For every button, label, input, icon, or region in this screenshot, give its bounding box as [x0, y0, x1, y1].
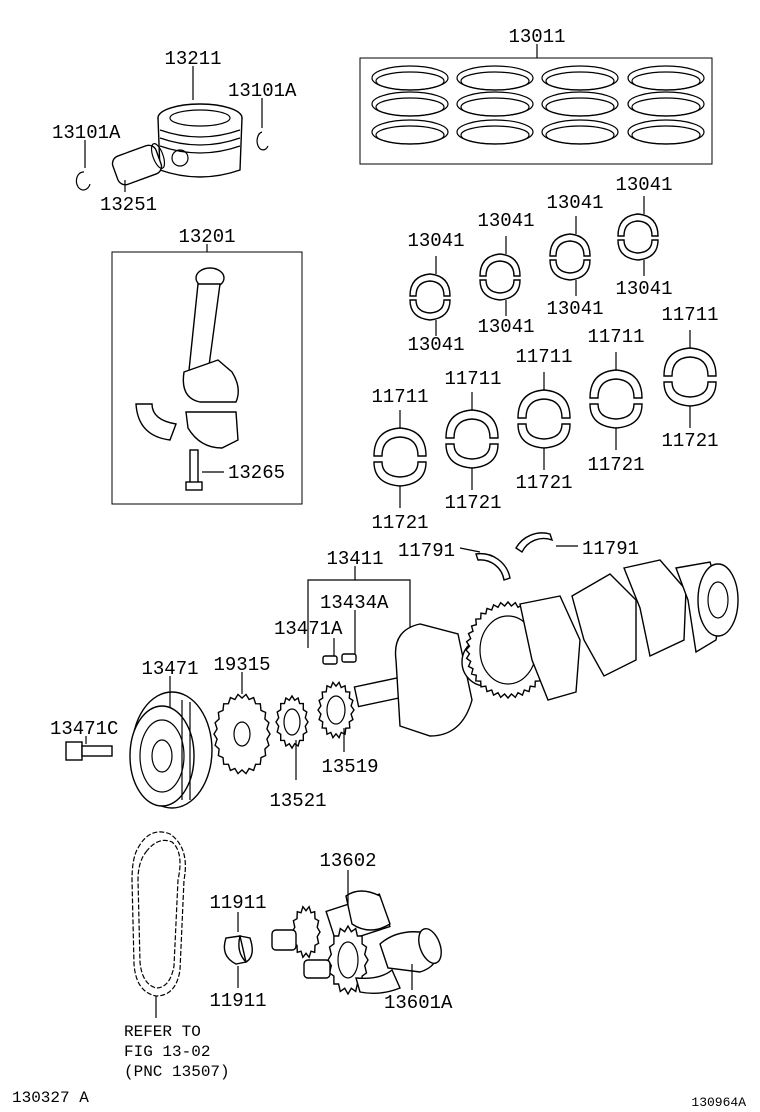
main-bearing-pair-3-illustration[interactable]	[517, 389, 571, 449]
label-pulley-bolt: 13471C	[50, 718, 118, 740]
label-main-bearing-4-lower: 11721	[587, 454, 644, 476]
label-balance-bearing-top: 11911	[209, 892, 266, 914]
connecting-rod-illustration[interactable]	[135, 267, 239, 449]
label-main-bearing-2-upper: 11711	[444, 368, 501, 390]
label-main-bearing-2-lower: 11721	[444, 492, 501, 514]
balance-shaft-illustration[interactable]	[271, 890, 446, 996]
label-piston: 13211	[164, 48, 221, 70]
rod-bearing-pair-3-illustration[interactable]	[549, 233, 591, 281]
main-bearing-pair-1-illustration[interactable]	[373, 427, 427, 487]
label-balance-shaft-2: 13601A	[384, 992, 453, 1014]
label-crankshaft: 13411	[326, 548, 383, 570]
label-rod-bolt: 13265	[228, 462, 285, 484]
label-pulley: 13471	[141, 658, 198, 680]
refer-note-line-3: (PNC 13507)	[124, 1063, 230, 1081]
crankshaft-illustration[interactable]	[353, 559, 739, 737]
label-crank-sprocket: 13521	[269, 790, 326, 812]
label-thrust-washer-left: 11791	[398, 540, 455, 562]
piston-ring-set-frame	[359, 57, 713, 165]
label-crank-angle-plate: 19315	[213, 654, 270, 676]
piston-rings-illustration[interactable]	[371, 65, 705, 145]
balance-shaft-bearing-illustration[interactable]	[223, 935, 253, 965]
label-snap-ring-left: 13101A	[52, 122, 121, 144]
label-balance-shaft-1: 13602	[319, 850, 376, 872]
label-main-bearing-1-lower: 11721	[371, 512, 428, 534]
rod-bearing-pair-4-illustration[interactable]	[617, 213, 659, 261]
label-key-1: 13434A	[320, 592, 389, 614]
label-main-bearing-3-lower: 11721	[515, 472, 572, 494]
crank-sprocket-illustration[interactable]	[275, 694, 309, 750]
timing-chain-illustration[interactable]	[131, 831, 186, 997]
thrust-washer-right-illustration[interactable]	[515, 532, 554, 554]
crankshaft-pulley-illustration[interactable]	[129, 691, 213, 809]
rod-bolt-illustration[interactable]	[185, 449, 203, 491]
piston-illustration[interactable]	[157, 103, 243, 178]
label-main-bearing-3-upper: 11711	[515, 346, 572, 368]
label-main-bearing-5-upper: 11711	[661, 304, 718, 326]
label-main-bearing-1-upper: 11711	[371, 386, 428, 408]
piston-pin-illustration[interactable]	[110, 142, 167, 187]
label-connecting-rod-set: 13201	[178, 226, 235, 248]
label-key-2: 13471A	[274, 618, 343, 640]
snap-ring-right-illustration[interactable]	[256, 131, 269, 151]
label-balancer-sprocket: 13519	[321, 756, 378, 778]
footer-right-code: 130964A	[691, 1095, 746, 1110]
label-rod-bearing-2-top: 13041	[477, 210, 534, 232]
thrust-washer-left-illustration[interactable]	[475, 552, 511, 581]
label-rod-bearing-3-bottom: 13041	[546, 298, 603, 320]
label-rod-bearing-1-top: 13041	[407, 230, 464, 252]
label-snap-ring-right: 13101A	[228, 80, 297, 102]
label-main-bearing-5-lower: 11721	[661, 430, 718, 452]
label-rod-bearing-4-top: 13041	[615, 174, 672, 196]
label-rod-bearing-4-bottom: 13041	[615, 278, 672, 300]
main-bearing-pair-4-illustration[interactable]	[589, 369, 643, 429]
footer-left-code: 130327 A	[12, 1089, 89, 1107]
label-balance-bearing-bottom: 11911	[209, 990, 266, 1012]
connecting-rod-frame	[111, 251, 303, 505]
label-rod-bearing-3-top: 13041	[546, 192, 603, 214]
key-illustration[interactable]	[322, 653, 357, 665]
label-rod-bearing-2-bottom: 13041	[477, 316, 534, 338]
rod-bearing-pair-1-illustration[interactable]	[409, 273, 451, 321]
rod-bearing-pair-2-illustration[interactable]	[479, 253, 521, 301]
balancer-sprocket-illustration[interactable]	[317, 681, 355, 739]
refer-note-line-1: REFER TO	[124, 1023, 201, 1041]
crank-angle-plate-illustration[interactable]	[213, 693, 271, 775]
label-piston-ring-set: 13011	[508, 26, 565, 48]
label-rod-bearing-1-bottom: 13041	[407, 334, 464, 356]
label-piston-pin: 13251	[100, 194, 157, 216]
label-thrust-washer-right: 11791	[582, 538, 639, 560]
main-bearing-pair-2-illustration[interactable]	[445, 409, 499, 469]
snap-ring-left-illustration[interactable]	[75, 171, 91, 191]
main-bearing-pair-5-illustration[interactable]	[663, 347, 717, 407]
refer-note-line-2: FIG 13-02	[124, 1043, 210, 1061]
label-main-bearing-4-upper: 11711	[587, 326, 644, 348]
pulley-bolt-illustration[interactable]	[65, 741, 113, 761]
